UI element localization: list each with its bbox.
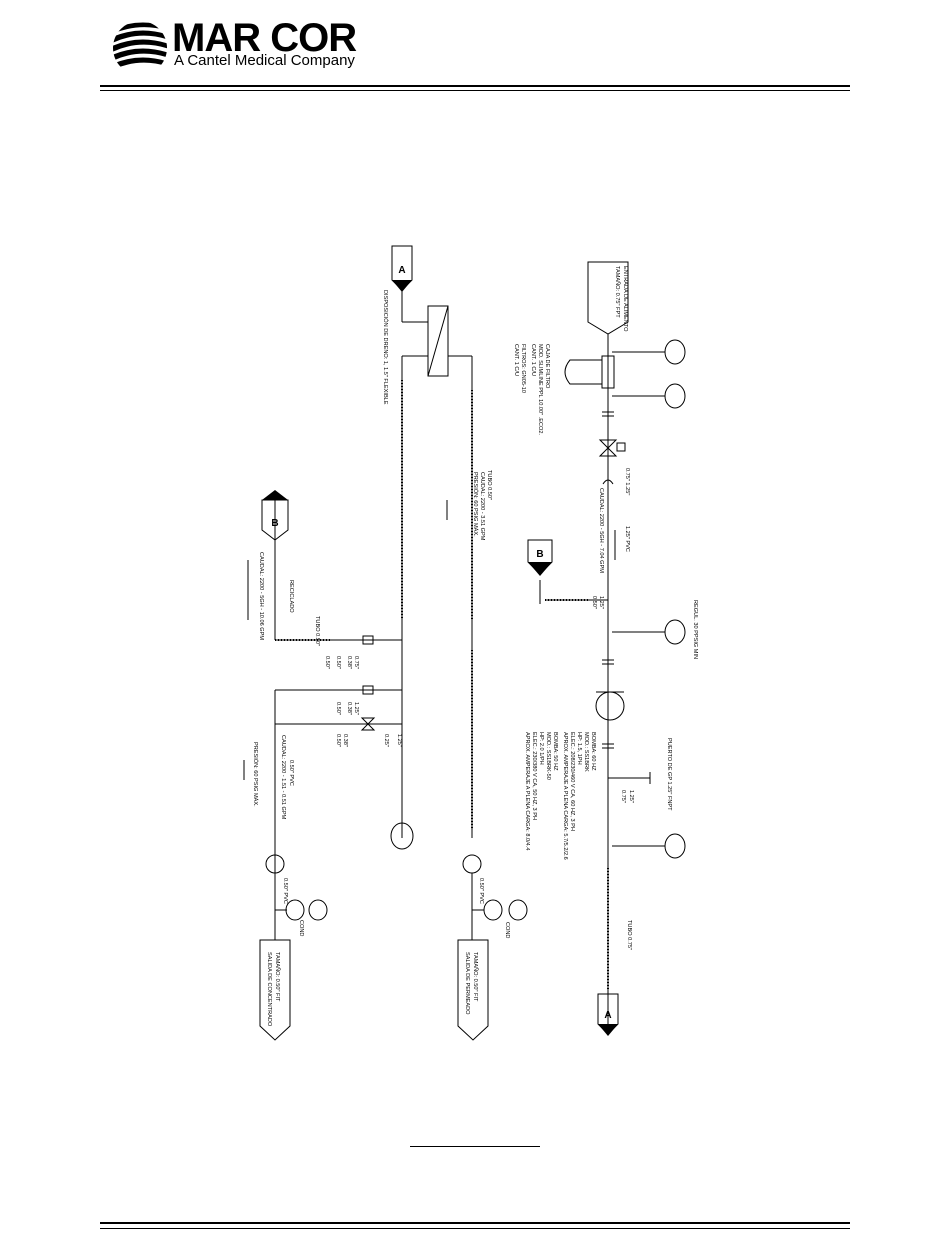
feed-flow: CAUDAL: 2200 - 5GH - 7.04 GPM — [598, 488, 604, 573]
pump-line-2: MOD.: SS1BRK — [583, 732, 589, 772]
size-label-9: 0.50" — [335, 702, 341, 715]
tube-permeate-label: TUBO 0.50" — [486, 470, 492, 500]
size-label-10: 0.50" — [335, 734, 341, 747]
size-b: 0.50" — [591, 596, 597, 609]
ro-membrane-vessel — [427, 305, 449, 377]
size-d: 0.75" — [620, 790, 626, 803]
size-label-5: 1.25" — [396, 734, 402, 747]
conc-flow-label: CAUDAL: 2200 - 1.51 - 0.51 GPM — [280, 735, 286, 820]
filter-title: CAJA DE FILTRO — [544, 344, 550, 389]
filter-qty: CANT. 1 C/U — [530, 344, 536, 376]
drain-label: DISPOSICIÓN DE DRENO: 1, 1.5" FLEXIBLE — [382, 290, 389, 405]
pump-icon — [595, 691, 625, 721]
connector-a-label-top: A — [398, 265, 405, 276]
solenoid-valve-icon — [598, 439, 618, 457]
size-label-2: 0.38" — [346, 656, 352, 669]
brand-tagline: A Cantel Medical Company — [174, 52, 355, 69]
feed-inlet-flag — [587, 261, 629, 335]
pump-line-3: HP: 1.5, 1PH — [576, 732, 582, 765]
permeate-flow-label: CAUDAL: 2200 - 3.51 GPM — [479, 472, 485, 541]
conc-out-pipe-label: 0.50" PVC — [282, 878, 288, 904]
flow-indicator-permeate — [462, 854, 482, 874]
valve-size: 0.75" 1.25" — [624, 468, 630, 495]
connector-b-label-left: B — [271, 518, 278, 529]
pressure-gauge-icon-4 — [390, 822, 414, 850]
inlet-size: TAMAÑO: 0.75" FPT — [614, 266, 621, 318]
size-label-8: 0.50" — [335, 656, 341, 669]
flow-indicator-concentrate — [265, 854, 285, 874]
inlet-title: ENTRADA DE ALIMENTO — [622, 266, 628, 332]
size-a: 1.25" — [598, 596, 604, 609]
footer-rule-top — [100, 1222, 850, 1224]
connector-b-label-right: B — [536, 549, 543, 560]
needle-valve-icon — [360, 717, 376, 731]
perm-out-pipe-label: 0.50" PVC — [478, 878, 484, 904]
cond-label-2: COND — [504, 922, 510, 938]
pump-line-10: APROX. AMPERAJE A PLENA CARGA: 8.0/4.4 — [524, 732, 530, 850]
recycle-label: RECICLADO — [288, 580, 294, 613]
header-rule-bottom — [100, 90, 850, 91]
filter-cart-qty: CANT. 1 C/U — [513, 344, 519, 376]
concentrate-outlet-label: SALIDA DE CONCENTRADO — [266, 952, 272, 1027]
pump-line-1: BOMBA: 60 HZ — [590, 732, 596, 771]
solenoid-box — [616, 442, 626, 452]
permeate-outlet-label: SALIDA DE PERMEADO — [464, 952, 470, 1015]
conc-pressure-label: PRESIÓN: 60 PSIG MÁX. — [252, 742, 259, 807]
filter-cart: FILTROS: GN05-10 — [520, 344, 526, 393]
conductivity-cell-icon-1 — [285, 899, 305, 921]
company-logo — [110, 18, 410, 78]
size-c: 1.25" — [628, 790, 634, 803]
cond-label-1: COND — [298, 920, 304, 936]
pump-line-6: BOMBA: 50 HZ — [552, 732, 558, 771]
size-label-6: 0.25" — [383, 734, 389, 747]
size-label-11: 0.50" — [324, 656, 330, 669]
size-label-4: 0.38" — [346, 702, 352, 715]
footer-rule-bottom — [100, 1228, 850, 1229]
conductivity-cell-icon-2 — [483, 899, 503, 921]
pressure-gauge-icon-3 — [664, 833, 686, 859]
size-label-3: 1.25" — [353, 702, 359, 715]
pump-line-4: ELEC.: 208/230/460 V CA, 60 HZ, 3 PH — [569, 732, 575, 831]
brand-name: MAR COR — [172, 16, 357, 60]
pump-line-8: HP: 2.0 1/PH — [538, 732, 544, 765]
size-label-1: 0.75" — [353, 656, 359, 669]
filter-bowl — [564, 359, 602, 385]
signature-line — [410, 1146, 540, 1147]
permeate-outlet-flag — [457, 939, 489, 1041]
conc-pipe-label: 0.50" PVC — [288, 760, 294, 786]
globe-logo-icon — [113, 22, 167, 71]
filter-model: MOD. SLIMLINE PPL 10.00" .ECO2. — [537, 344, 543, 435]
size-label-7: 0.38" — [342, 734, 348, 747]
filter-housing — [601, 355, 615, 389]
pressure-switch-icon — [664, 619, 686, 645]
recycle-flow-label: CAUDAL: 2200 - 5GH - 10.06 GPM — [258, 552, 264, 640]
concentrate-outlet-size: TAMAÑO: 0.50" FIT — [274, 952, 281, 1002]
pressure-gauge-icon-2 — [664, 383, 686, 409]
pump-line-5: APROX. AMPERAJE A PLENA CARGA: 5.7/5.2/2… — [562, 732, 568, 860]
tube-out-label: TUBO 0.75" — [626, 920, 632, 950]
header-rule-top — [100, 85, 850, 87]
permeate-outlet-size: TAMAÑO: 0.50" FIT — [472, 952, 479, 1002]
tube-recycle-label: TUBO 0.50" — [314, 616, 320, 646]
concentrate-outlet-flag — [259, 939, 291, 1041]
sample-port-label: PUERTO DE GP 1.25" FNPT — [666, 738, 672, 811]
connector-a-label-bottom: A — [604, 1010, 611, 1021]
pressure-gauge-icon-1 — [664, 339, 686, 365]
regulator-label: REGUL. 30 PPSIG MIN — [692, 600, 698, 659]
pump-line-7: MOD.: SS1BRK-50 — [545, 732, 551, 780]
pump-line-9: ELEC.: 230/380 V CA, 50 HZ, 3 PH — [531, 732, 537, 820]
permeate-pressure-label: PRESIÓN: 60 PSIG MÁX. — [472, 472, 479, 537]
feed-pipe: 1.25" PVC — [624, 526, 630, 552]
